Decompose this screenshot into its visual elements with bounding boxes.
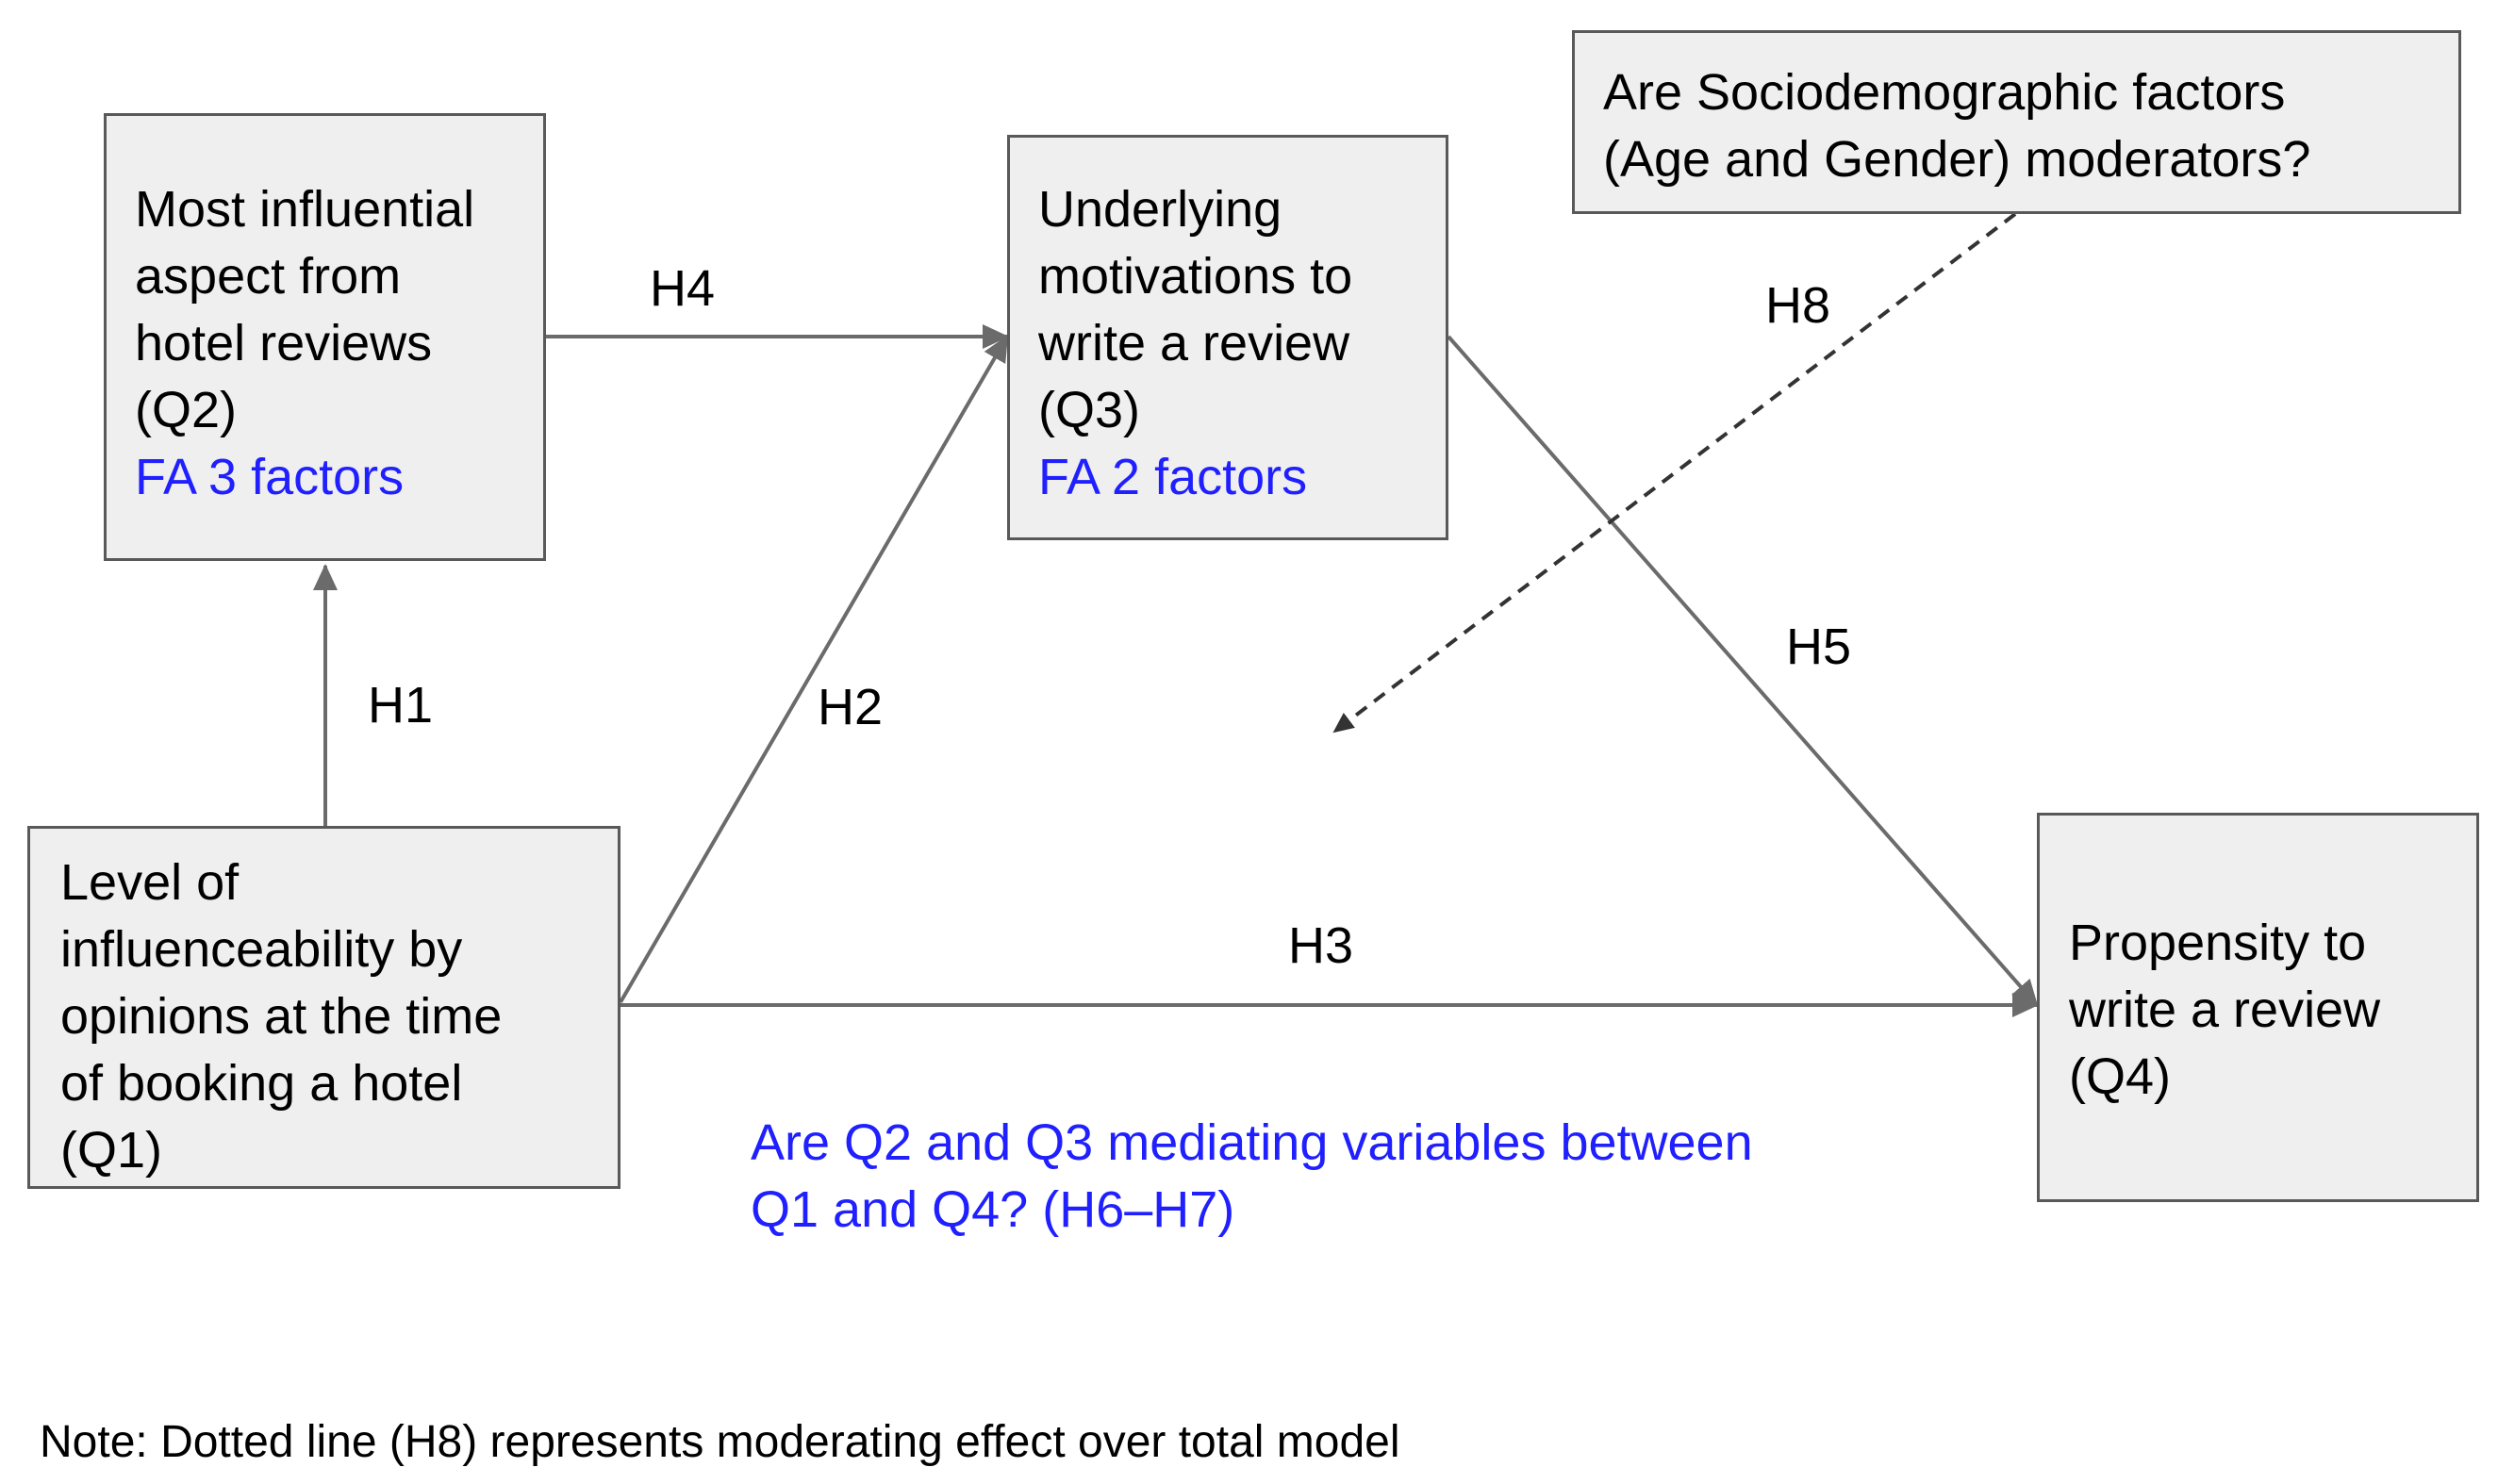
- q3-factors: FA 2 factors: [1038, 449, 1308, 505]
- label-h5: H5: [1786, 618, 1852, 675]
- q1-line-4: of booking a hotel: [60, 1055, 463, 1112]
- q4-box: Propensity to write a review (Q4): [2037, 813, 2479, 1202]
- label-h3: H3: [1288, 917, 1354, 974]
- moderator-line-1: Are Sociodemographic factors: [1603, 64, 2286, 121]
- q4-line-2: write a review: [2069, 981, 2381, 1038]
- q4-line-3: (Q4): [2069, 1048, 2171, 1105]
- q3-box: Underlying motivations to write a review…: [1007, 135, 1448, 540]
- arrow-h5: [1447, 335, 2039, 1007]
- label-h2: H2: [818, 679, 884, 735]
- moderator-box: Are Sociodemographic factors (Age and Ge…: [1572, 30, 2461, 214]
- q1-line-5: (Q1): [60, 1122, 162, 1179]
- q1-line-2: influenceability by: [60, 921, 463, 978]
- q1-line-3: opinions at the time: [60, 988, 503, 1045]
- q2-line-3: hotel reviews: [135, 315, 433, 371]
- q3-line-1: Underlying: [1038, 181, 1282, 238]
- q2-line-1: Most influential: [135, 181, 475, 238]
- q1-line-1: Level of: [60, 854, 240, 911]
- mediation-line-2: Q1 and Q4? (H6–H7): [751, 1181, 1235, 1238]
- q2-box: Most influential aspect from hotel revie…: [104, 113, 546, 561]
- q3-line-2: motivations to: [1038, 248, 1353, 305]
- mediation-line-1: Are Q2 and Q3 mediating variables betwee…: [751, 1114, 1753, 1171]
- mediation-question: Are Q2 and Q3 mediating variables betwee…: [751, 1110, 1753, 1244]
- q3-line-4: (Q3): [1038, 382, 1140, 438]
- label-h4: H4: [650, 260, 716, 317]
- q2-factors: FA 3 factors: [135, 449, 405, 505]
- label-h8: H8: [1765, 277, 1831, 334]
- q1-box: Level of influenceability by opinions at…: [27, 826, 620, 1189]
- footnote: Note: Dotted line (H8) represents modera…: [40, 1417, 1400, 1467]
- q3-line-3: write a review: [1038, 315, 1350, 371]
- arrow-h2: [619, 335, 1009, 1004]
- label-h1: H1: [368, 677, 434, 734]
- q2-line-4: (Q2): [135, 382, 237, 438]
- q2-line-2: aspect from: [135, 248, 402, 305]
- moderator-line-2: (Age and Gender) moderators?: [1603, 131, 2311, 188]
- q4-line-1: Propensity to: [2069, 915, 2367, 971]
- arrow-h8-dotted: [1332, 212, 2017, 734]
